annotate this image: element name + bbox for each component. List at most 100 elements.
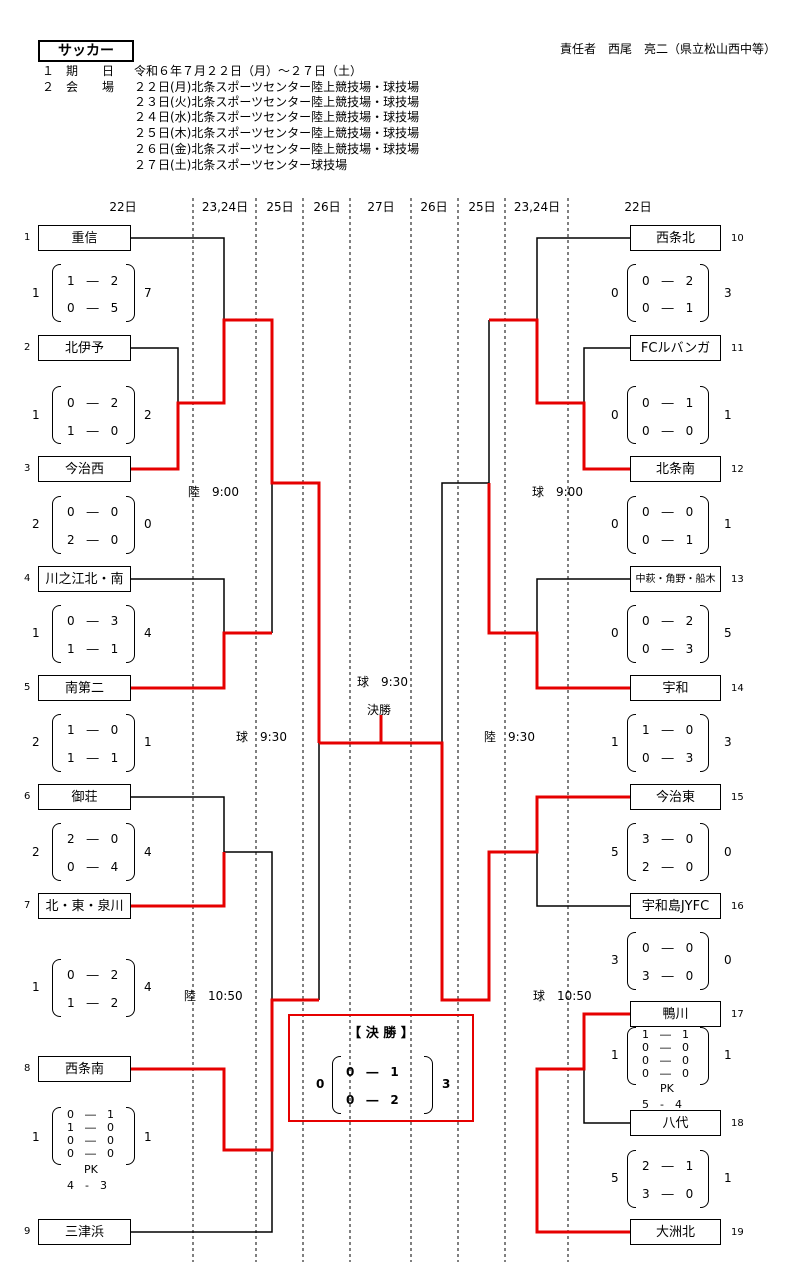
team-seed: 9 [24,1226,31,1237]
team-seed: 6 [24,791,31,802]
venue-day: ２５日(木)北条スポーツセンター陸上競技場・球技場 [134,126,420,140]
half-score: 0 ― 1 [67,1108,114,1121]
team-seed: 13 [731,574,744,585]
half-score: 0 ― 5 [67,301,119,315]
half-score: 1 ― 1 [67,751,119,765]
bracket-paren [627,605,636,663]
half-score: 1 ― 0 [67,424,119,438]
half-score: 0 ― 1 [642,533,694,547]
team-seed: 1 [24,232,31,243]
team-box: 三津浜 [38,1219,131,1245]
team-seed: 15 [731,792,744,803]
venue-time-label: 球 9:00 [532,485,583,499]
bracket-paren [126,605,135,663]
half-score: 3 ― 0 [642,832,694,846]
bracket-paren [126,959,135,1017]
team-box: 八代 [630,1110,721,1136]
bracket-paren [52,1107,61,1165]
score-total: 0 [611,286,619,300]
bracket-paren [126,714,135,772]
half-score: 1 ― 2 [67,996,119,1010]
team-box: 重信 [38,225,131,251]
half-score: 0 ― 2 [67,396,119,410]
score-total: 0 [316,1077,325,1091]
pk-label: PK [660,1082,674,1095]
bracket-paren [700,1027,709,1085]
half-score: 1 ― 2 [67,274,119,288]
score-total: 2 [144,408,152,422]
venue-day: ２４日(水)北条スポーツセンター陸上競技場・球技場 [134,110,420,124]
team-seed: 5 [24,682,31,693]
score-total: 5 [611,845,619,859]
team-seed: 12 [731,464,744,475]
half-score: 0 ― 0 [642,1054,689,1067]
half-score: 0 ― 3 [67,614,119,628]
half-score: 0 ― 0 [642,1041,689,1054]
bracket-paren [126,823,135,881]
bracket-paren [627,714,636,772]
bracket-paren [52,386,61,444]
bracket-paren [627,1150,636,1208]
score-total: 1 [724,1171,732,1185]
half-score: 0 ― 2 [642,614,694,628]
half-score: 0 ― 0 [642,505,694,519]
day-header: 25日 [266,200,294,214]
half-score: 0 ― 3 [642,751,694,765]
bracket-paren [627,1027,636,1085]
bracket-paren [126,1107,135,1165]
bracket-paren [126,264,135,322]
bracket-paren [52,714,61,772]
score-total: 0 [724,953,732,967]
half-score: 0 ― 0 [67,1134,114,1147]
half-score: 0 ― 4 [67,860,119,874]
bracket-paren [52,264,61,322]
score-total: 2 [32,845,40,859]
team-box: 宇和島JYFC [630,893,721,919]
pk-score: 5 - 4 [642,1098,682,1111]
venue-day: ２７日(土)北条スポーツセンター球技場 [134,158,348,172]
score-total: 1 [144,1130,152,1144]
venue-time-label: 陸 9:00 [188,485,239,499]
score-total: 1 [611,1048,619,1062]
day-header: 26日 [420,200,448,214]
bracket-paren [627,823,636,881]
team-seed: 2 [24,342,31,353]
venue-time-label: 球 9:30 [236,730,287,744]
bracket-paren [700,605,709,663]
team-box: 御荘 [38,784,131,810]
bracket-paren [332,1056,341,1114]
day-header: 27日 [367,200,395,214]
half-score: 3 ― 0 [642,969,694,983]
team-box: 鴨川 [630,1001,721,1027]
score-total: 4 [144,626,152,640]
day-header: 22日 [109,200,137,214]
half-score: 0 ― 0 [67,505,119,519]
bracket-paren [700,932,709,990]
bracket-paren [700,714,709,772]
team-seed: 3 [24,463,31,474]
team-box: 西条南 [38,1056,131,1082]
score-total: 0 [611,517,619,531]
half-score: 0 ― 2 [67,968,119,982]
bracket-paren [700,1150,709,1208]
bracket-paren [700,823,709,881]
score-total: 0 [611,408,619,422]
team-box: 宇和 [630,675,721,701]
half-score: 1 ― 1 [67,642,119,656]
team-seed: 7 [24,900,31,911]
half-score: 0 ― 2 [642,274,694,288]
half-score: 0 ― 3 [642,642,694,656]
score-total: 1 [611,735,619,749]
team-seed: 10 [731,233,744,244]
bracket-paren [424,1056,433,1114]
bracket-paren [700,264,709,322]
bracket-paren [700,386,709,444]
half-score: 0 ― 0 [642,941,694,955]
final-result-box: 【 決 勝 】 0 0 ― 1 0 ― 2 3 [288,1014,474,1122]
venue-time-label: 球 10:50 [533,989,592,1003]
venue-day: ２６日(金)北条スポーツセンター陸上競技場・球技場 [134,142,420,156]
score-total: 4 [144,845,152,859]
half-score: 1 ― 0 [642,723,694,737]
score-total: 1 [144,735,152,749]
